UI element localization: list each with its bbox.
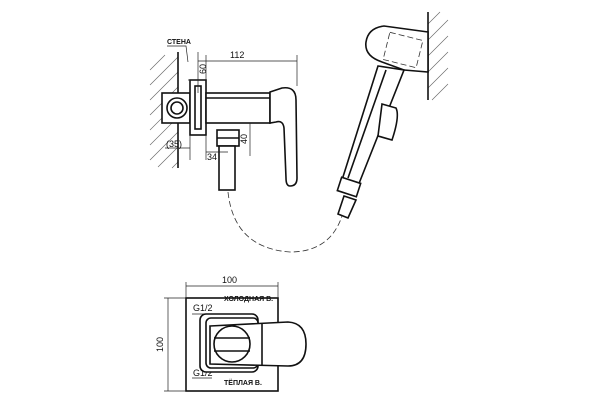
hose-dashed-arc [227, 191, 343, 253]
dimension-100-horizontal-label: 100 [222, 275, 237, 285]
shower-trigger [377, 102, 399, 141]
hose [337, 194, 358, 220]
dimension-60: 60 [188, 52, 208, 93]
cartridge-circle [213, 325, 251, 363]
hot-water-label: ТЁПЛАЯ В. [224, 379, 262, 387]
thread-label-top: G1/2 [193, 303, 213, 313]
wall-label: СТЕНА [167, 39, 191, 46]
dimension-100-vertical-label: 100 [155, 337, 165, 352]
port-outer-circle [166, 97, 188, 119]
wall-leader [167, 45, 189, 63]
shower-wall-hatching [427, 11, 449, 101]
cold-water-label: ХОЛОДНАЯ В. [224, 296, 273, 303]
shower-holder [365, 25, 429, 73]
dimension-40: 40 [239, 123, 251, 156]
side-view: СТЕНА 112 60 [149, 39, 298, 191]
dimension-100-vertical: 100 [155, 297, 186, 392]
dimension-100-horizontal: 100 [185, 275, 279, 298]
holder-dashed-slot [382, 31, 424, 69]
dimension-112-label: 112 [230, 50, 244, 60]
dimension-40-label: 40 [239, 134, 249, 144]
shower-handle-inner [347, 69, 387, 179]
dimension-35-label: (35) [166, 139, 182, 149]
hand-shower-view [227, 11, 449, 253]
front-view: 100 100 ХОЛОДНАЯ В. ТЁПЛАЯ В. G1/2 G1/2 [155, 275, 307, 392]
port-inner-circle [170, 101, 184, 115]
thread-label-bottom: G1/2 [193, 368, 213, 378]
outlet-pipe [218, 145, 236, 191]
dimension-34: 34 [205, 135, 228, 162]
dimension-34-label: 34 [207, 152, 217, 162]
dimension-112: 112 [198, 50, 298, 86]
lever-handle [269, 86, 298, 187]
hose-connector [336, 176, 362, 198]
dimension-35: (35) [165, 135, 191, 160]
dimension-60-label: 60 [198, 64, 208, 74]
